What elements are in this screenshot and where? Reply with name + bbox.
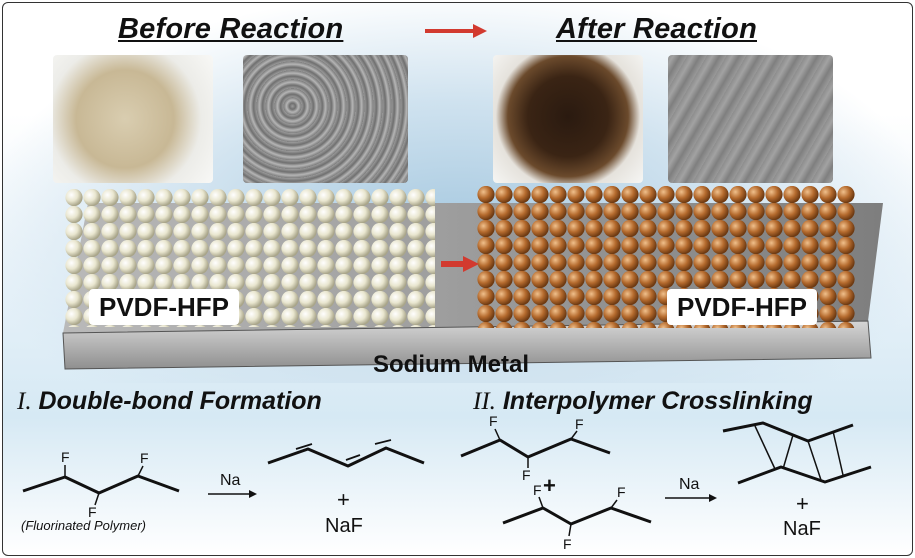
f-label-1a: F <box>61 449 70 465</box>
f-label-2b: F <box>522 467 531 483</box>
na-arrow-2 <box>665 494 717 502</box>
section-1-title: I. Double-bond Formation <box>17 387 322 416</box>
polymer-chain-b <box>502 496 652 537</box>
section-1-number: I. <box>17 388 32 415</box>
f-label-1b: F <box>88 504 97 520</box>
na-label-1: Na <box>220 472 241 489</box>
before-reaction-header: Before Reaction <box>118 13 344 45</box>
naf-1: NaF <box>325 515 363 537</box>
schematic-drawing <box>22 24 883 537</box>
naf-2: NaF <box>783 518 821 540</box>
fluorinated-polymer-chain <box>22 474 180 495</box>
plus-3: + <box>796 491 809 516</box>
before-sem-image <box>243 55 408 183</box>
f-label-2a: F <box>489 413 498 429</box>
top-reaction-arrow <box>425 24 487 38</box>
na-label-2: Na <box>679 476 700 493</box>
f-label-1c: F <box>140 450 149 466</box>
after-film-photo <box>493 55 643 183</box>
f-label-2f: F <box>617 484 626 500</box>
section-2-title: II. Interpolymer Crosslinking <box>473 387 813 416</box>
section-2-text: Interpolymer Crosslinking <box>502 387 813 415</box>
f-label-2e: F <box>563 536 572 552</box>
middle-reaction-arrow <box>441 256 479 272</box>
after-sem-image <box>668 55 833 183</box>
left-film-label: PVDF-HFP <box>89 289 239 325</box>
na-arrow-1 <box>208 490 257 498</box>
double-bond-polymer-chain <box>267 439 425 468</box>
sodium-metal-label: Sodium Metal <box>373 351 530 378</box>
plus-1: + <box>337 487 350 512</box>
section-2-number: II. <box>473 388 496 415</box>
fluorinated-polymer-caption: (Fluorinated Polymer) <box>21 518 146 533</box>
after-reaction-header: After Reaction <box>556 13 757 45</box>
before-film-photo <box>53 55 213 183</box>
section-1-text: Double-bond Formation <box>38 387 322 415</box>
f-label-2c: F <box>575 416 584 432</box>
f-label-2d: F <box>533 482 542 498</box>
plus-2: + <box>543 473 556 498</box>
polymer-chain-a <box>460 428 611 468</box>
right-film-label: PVDF-HFP <box>667 289 817 325</box>
crosslinked-polymer-network <box>722 421 872 485</box>
